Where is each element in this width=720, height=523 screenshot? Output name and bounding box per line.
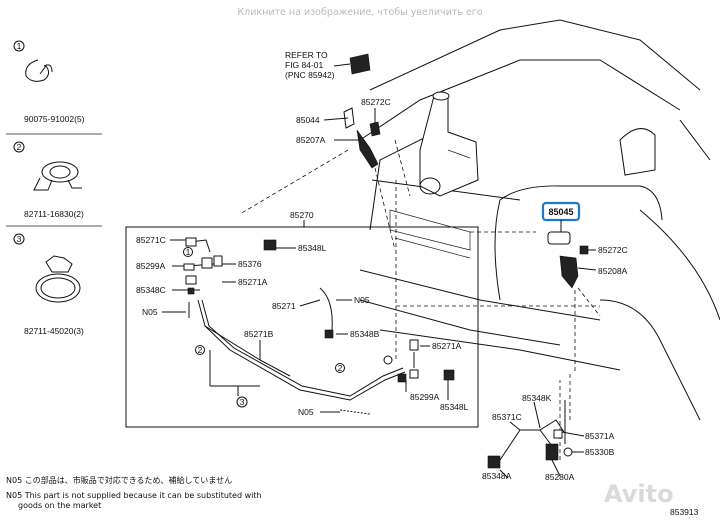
label-85272C-top: 85272C [361, 97, 391, 107]
label-85348A: 85348A [482, 471, 512, 481]
label-85271A-right: 85271A [432, 341, 462, 351]
headlamp-cleaner-nozzle-left-icon [343, 107, 381, 169]
connector-85271C-icon [185, 237, 197, 247]
clip-85348L-icon [263, 239, 277, 251]
legend-part-2: 82711-16830(2) [24, 209, 84, 219]
label-85348C: 85348C [136, 285, 166, 295]
label-N05-left: N05 [142, 307, 158, 317]
clip-85348A-icon [487, 455, 501, 469]
cap-85299A-right-icon [397, 373, 407, 383]
ref-circle-3: 3 [240, 397, 245, 407]
label-85044: 85044 [296, 115, 320, 125]
diagram-number: 853913 [670, 507, 699, 517]
reference-note[interactable]: REFER TO FIG 84-01 (PNC 85942) [285, 50, 335, 80]
label-85280A: 85280A [545, 472, 575, 482]
label-85330B: 85330B [585, 447, 615, 457]
connector-85330B-icon [563, 447, 573, 457]
avito-watermark: Avito [604, 480, 674, 508]
joint-85376-icon [201, 257, 213, 269]
hose-assembly-box [125, 226, 479, 428]
label-85271A-left: 85271A [238, 277, 268, 287]
legend-part-3: 82711-45020(3) [24, 326, 84, 336]
legend-circle-1: 1 [17, 41, 22, 51]
check-valve-85280A-icon [545, 443, 559, 461]
clip-85272C-right-icon [579, 245, 589, 255]
label-N05-bottom: N05 [298, 407, 314, 417]
bracket-85942-icon [349, 53, 371, 75]
vehicle-outline [359, 19, 720, 421]
nozzle-cover-85045-icon [547, 231, 571, 245]
enlarge-hint: Кликните на изображение, чтобы увеличить… [237, 7, 483, 18]
legend-clip-3: 3 82711-45020(3) [13, 233, 84, 336]
note-en-1: N05 This part is not supplied because it… [6, 491, 262, 500]
connector-85271A-icon [185, 275, 197, 285]
clip-85348L-bottom-icon [443, 369, 455, 381]
label-85348L-top: 85348L [298, 243, 327, 253]
label-85271C: 85271C [136, 235, 166, 245]
label-85348K: 85348K [522, 393, 552, 403]
clip-1-icon [25, 59, 50, 82]
reference-line-2: FIG 84-01 [285, 60, 324, 70]
reference-line-3: (PNC 85942) [285, 70, 335, 80]
nozzle-85208A-icon [559, 255, 579, 289]
ref-circle-1: 1 [186, 247, 191, 257]
legend-part-1: 90075-91002(5) [24, 114, 85, 124]
label-N05-right: N05 [354, 295, 370, 305]
label-85299A-left: 85299A [136, 261, 166, 271]
clip-85348B-icon [324, 329, 334, 339]
label-85371C: 85371C [492, 412, 522, 422]
ref-circle-2b: 2 [338, 363, 343, 373]
washer-tank-icon [419, 91, 479, 197]
label-85348L-bottom: 85348L [440, 402, 469, 412]
label-85207A: 85207A [296, 135, 326, 145]
legend-clip-1: 1 90075-91002(5) [13, 40, 85, 124]
cap-85299A-icon [183, 263, 195, 271]
legend-clip-2: 2 82711-16830(2) [13, 141, 84, 219]
label-85271B: 85271B [244, 329, 274, 339]
label-85376: 85376 [238, 259, 262, 269]
svg-text:2: 2 [17, 142, 22, 152]
note-en-2: goods on the market [18, 501, 102, 510]
label-85299A-right: 85299A [410, 392, 440, 402]
clip-2-icon [41, 161, 79, 183]
ref-circle-2a: 2 [198, 345, 203, 355]
label-85348B: 85348B [350, 329, 380, 339]
mirror-icon [619, 128, 656, 176]
svg-text:3: 3 [17, 234, 22, 244]
label-85270: 85270 [290, 210, 314, 220]
note-jp: N05 この部品は、市販品で対応できるため、補給していません [6, 476, 233, 485]
clip-85348C-icon [187, 287, 195, 295]
label-85371A: 85371A [585, 431, 615, 441]
reference-line-1: REFER TO [285, 50, 328, 60]
label-85272C-right: 85272C [598, 245, 628, 255]
label-85045: 85045 [548, 207, 573, 217]
label-85208A: 85208A [598, 266, 628, 276]
label-85271: 85271 [272, 301, 296, 311]
connector-85271A-right-icon [409, 339, 419, 351]
clip-3-icon [35, 273, 81, 303]
